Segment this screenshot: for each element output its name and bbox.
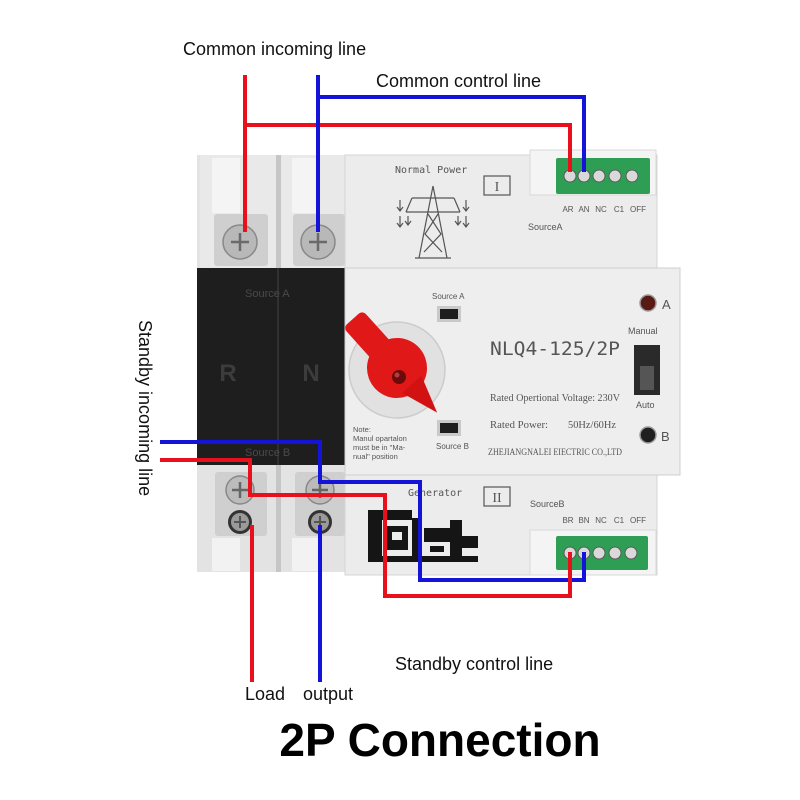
standby-neutral-wire [160, 440, 586, 582]
terminal-label-b-2: NC [595, 516, 607, 525]
screw-icon [624, 546, 638, 560]
common-control-line-label: Common control line [376, 71, 541, 91]
lamp-a-label: A [662, 297, 671, 312]
screw-icon [308, 510, 332, 534]
numeral-a: I [495, 180, 500, 195]
pylon-icon [396, 185, 470, 259]
page-title: 2P Connection [279, 714, 600, 766]
screw-icon [625, 169, 639, 183]
lower-channel-right [292, 538, 320, 571]
terminal-label-b-3: C1 [614, 516, 625, 525]
terminal-label-b-4: OFF [630, 516, 646, 525]
note-line-2: Manul opartalon [353, 434, 407, 443]
terminal-label-b-0: BR [562, 516, 573, 525]
screw-icon [222, 224, 258, 260]
terminal-label-b-1: BN [578, 516, 589, 525]
manufacturer: ZHEJIANGNALEI EIECTRIC CO.,LTD [488, 448, 622, 458]
pole-cover-body [197, 268, 347, 465]
common-control-live-wire [245, 123, 572, 172]
note-line-3: must be in "Ma- [353, 443, 406, 452]
pole-channel-right [292, 158, 320, 213]
pole-2-label: N [302, 360, 319, 387]
pole-cover: Source A R N Source B [197, 268, 347, 465]
source-a-module: Normal Power I SourceA AR AN NC C1 OFF [344, 149, 658, 271]
screw-icon [592, 169, 606, 183]
terminal-block-a-screws [563, 169, 639, 183]
terminal-label-a-3: C1 [614, 205, 625, 214]
model-number: NLQ4-125/2P [490, 338, 620, 360]
standby-incoming-line-label: Standby incoming line [135, 320, 155, 496]
source-b-module-label: SourceB [530, 499, 565, 509]
window-b [440, 423, 458, 433]
terminal-label-a-2: NC [595, 205, 607, 214]
standby-live-wire [160, 458, 572, 598]
lower-channel-left [212, 538, 240, 571]
screw-icon [592, 546, 606, 560]
upper-pole-housing [197, 155, 347, 270]
terminal-block-b-screws [563, 546, 638, 560]
common-control-neutral-wire [318, 95, 586, 172]
load-label: Load [245, 684, 285, 704]
pole-channel-left [212, 158, 240, 213]
numeral-b: II [492, 491, 502, 506]
window-a-label: Source A [432, 292, 465, 301]
pole-1-label: R [219, 360, 236, 387]
screw-icon [225, 475, 255, 505]
rated-power-label: Rated Power: [490, 420, 548, 431]
pole-divider [276, 155, 281, 268]
rated-power-value: 50Hz/60Hz [568, 420, 617, 431]
source-b-module: Generator II SourceB BR BN NC C1 OFF [344, 474, 658, 576]
terminal-label-a-0: AR [562, 205, 573, 214]
rated-voltage: Rated Opertional Voltage: 230V [490, 393, 621, 404]
lower-pole-divider [276, 465, 281, 572]
handle-center-highlight [394, 372, 400, 378]
screw-icon [228, 510, 252, 534]
source-a-name: Normal Power [395, 165, 467, 176]
window-a [440, 309, 458, 319]
pole-bottom-label: Source B [245, 447, 290, 459]
terminal-label-a-1: AN [578, 205, 589, 214]
note-line-4: nual" position [353, 452, 398, 461]
handle-center [392, 370, 406, 384]
main-face: Source A Source B Note: Manul opartalon … [344, 267, 681, 476]
note-line-1: Note: [353, 425, 371, 434]
generator-icon [368, 510, 478, 562]
numeral-box-b [483, 486, 511, 507]
screw-icon [608, 546, 622, 560]
mode-manual-label: Manual [628, 326, 658, 336]
window-b-label: Source B [436, 442, 469, 451]
source-b-name: Generator [408, 488, 462, 499]
lamp-icon [639, 426, 657, 444]
lamp-icon [639, 294, 657, 312]
lamp-b-label: B [661, 429, 670, 444]
output-label: output [303, 684, 353, 704]
terminal-label-a-4: OFF [630, 205, 646, 214]
screw-icon [608, 169, 622, 183]
common-incoming-line-label: Common incoming line [183, 39, 366, 59]
mode-switch-lever [640, 366, 654, 390]
wires [160, 75, 586, 682]
pole-top-label: Source A [245, 288, 290, 300]
mode-auto-label: Auto [636, 400, 655, 410]
standby-control-line-label: Standby control line [395, 654, 553, 674]
source-a-module-label: SourceA [528, 222, 563, 232]
numeral-box-a [483, 175, 511, 196]
rotary-handle-icon [345, 312, 438, 413]
